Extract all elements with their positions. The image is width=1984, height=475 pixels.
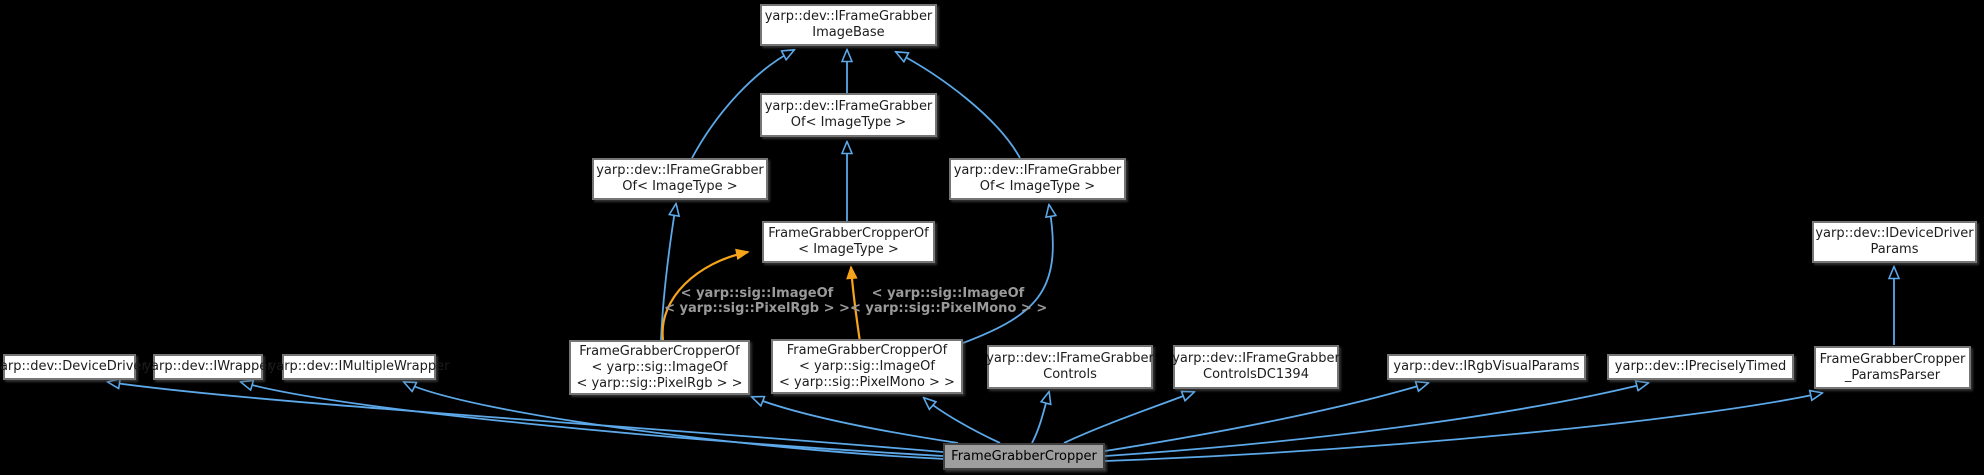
class-node-iframegrabber-of-right[interactable]: yarp::dev::IFrameGrabber Of< ImageType > bbox=[949, 158, 1126, 200]
edge-fgc-to-fgcof-rgb bbox=[752, 397, 959, 444]
edge-fgc-to-controlsdc1394 bbox=[1063, 392, 1194, 444]
template-edge-label-pixelrgb: < yarp::sig::ImageOf < yarp::sig::PixelR… bbox=[664, 286, 850, 316]
edge-ifgof-left-to-imagebase bbox=[691, 50, 794, 159]
template-edge-label-pixelmono: < yarp::sig::ImageOf < yarp::sig::PixelM… bbox=[850, 286, 1048, 316]
edge-template-mono bbox=[851, 267, 862, 343]
edge-template-rgb bbox=[661, 252, 748, 341]
class-node-framegrabbercropperof-rgb[interactable]: FrameGrabberCropperOf < yarp::sig::Image… bbox=[569, 340, 750, 395]
class-node-imultiplewrapper[interactable]: yarp::dev::IMultipleWrapper bbox=[269, 354, 449, 380]
edge-fgc-to-ipreciselytimed bbox=[1104, 383, 1648, 457]
class-node-iframegrabbercontrolsdc1394[interactable]: yarp::dev::IFrameGrabber ControlsDC1394 bbox=[1172, 345, 1340, 389]
edge-fgc-to-iframegrabbercontrols bbox=[1031, 392, 1049, 444]
edge-ifgof-right-to-imagebase bbox=[896, 52, 1021, 159]
edge-fgc-to-iwrapper bbox=[241, 382, 944, 457]
class-node-framegrabbercropperof-mono[interactable]: FrameGrabberCropperOf < yarp::sig::Image… bbox=[771, 339, 963, 394]
class-node-iwrapper[interactable]: yarp::dev::IWrapper bbox=[143, 354, 273, 380]
class-node-iframegrabber-of-top[interactable]: yarp::dev::IFrameGrabber Of< ImageType > bbox=[760, 93, 937, 137]
class-node-iframegrabber-imagebase[interactable]: yarp::dev::IFrameGrabber ImageBase bbox=[760, 4, 937, 46]
class-node-framegrabbercropper-current: FrameGrabberCropper bbox=[943, 443, 1105, 470]
edge-fgc-to-paramsparser bbox=[1104, 393, 1822, 462]
edge-fgc-to-irgbvisualparams bbox=[1104, 383, 1428, 452]
edge-fgcof-rgb-to-ifgof-left bbox=[660, 204, 676, 341]
edge-fgc-to-imultiplewrapper bbox=[404, 382, 946, 460]
class-node-idevicedriverparams[interactable]: yarp::dev::IDeviceDriver Params bbox=[1812, 221, 1977, 263]
edge-fgc-to-fgcof-mono bbox=[924, 398, 1001, 444]
class-node-framegrabbercropper-paramsparser[interactable]: FrameGrabberCropper _ParamsParser bbox=[1814, 346, 1971, 389]
class-node-framegrabbercropperof[interactable]: FrameGrabberCropperOf < ImageType > bbox=[762, 221, 935, 263]
class-node-ipreciselytimed[interactable]: yarp::dev::IPreciselyTimed bbox=[1607, 354, 1794, 380]
edge-fgcof-mono-to-ifgof-right bbox=[962, 205, 1053, 344]
edge-fgc-to-devicedriver bbox=[108, 382, 944, 453]
class-node-iframegrabber-of-left[interactable]: yarp::dev::IFrameGrabber Of< ImageType > bbox=[592, 158, 768, 200]
class-node-irgbvisualparams[interactable]: yarp::dev::IRgbVisualParams bbox=[1387, 354, 1586, 380]
class-node-devicedriver[interactable]: yarp::dev::DeviceDriver bbox=[0, 354, 147, 380]
class-node-iframegrabbercontrols[interactable]: yarp::dev::IFrameGrabber Controls bbox=[986, 345, 1154, 389]
